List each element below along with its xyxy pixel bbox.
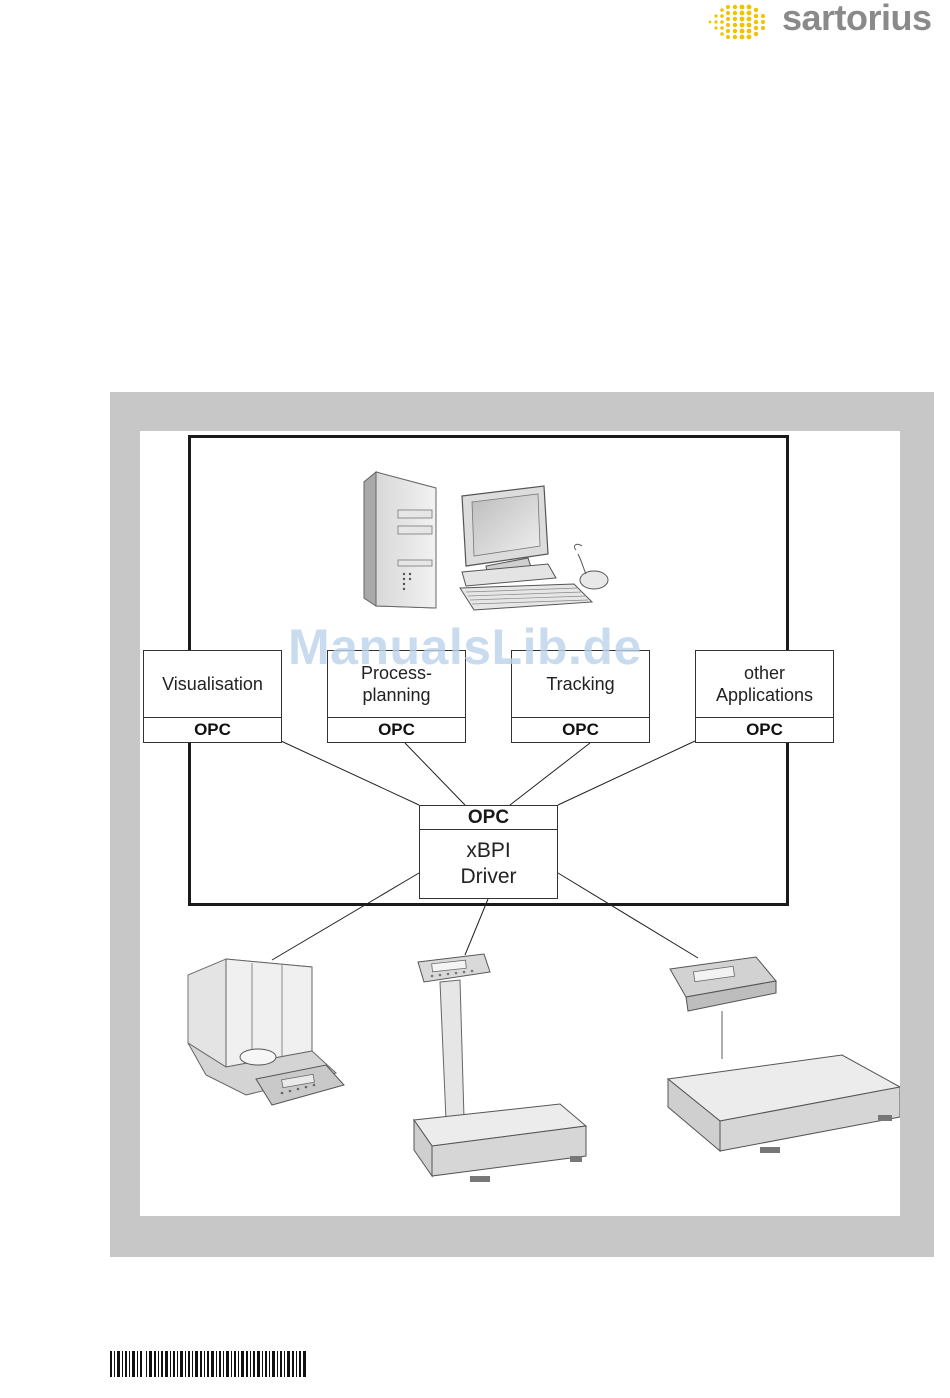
driver-interface: OPC (420, 806, 557, 830)
watermark: ManualsLib.de (288, 618, 642, 676)
app-interface-other-applications: OPC (696, 718, 833, 742)
column-platform-scale-icon (410, 950, 590, 1185)
brand-name: sartorius (782, 0, 932, 38)
keyboard-icon (460, 584, 592, 610)
sartorius-logo-dots-icon (706, 4, 770, 40)
computer-workstation-icon (362, 470, 612, 615)
app-box-other-applications: other Applications OPC (695, 650, 834, 743)
monitor-icon (462, 486, 556, 586)
mouse-icon (574, 544, 608, 589)
driver-box: OPC xBPI Driver (419, 805, 558, 899)
barcode-icon (110, 1351, 306, 1377)
app-label-other-applications: other Applications (696, 651, 833, 718)
platform-scale-indicator-icon (664, 955, 900, 1160)
app-interface-process-planning: OPC (328, 718, 465, 742)
app-label-visualisation: Visualisation (144, 651, 281, 718)
pc-tower-icon (364, 472, 436, 608)
driver-label: xBPI Driver (420, 830, 557, 898)
app-box-visualisation: Visualisation OPC (143, 650, 282, 743)
app-interface-visualisation: OPC (144, 718, 281, 742)
app-interface-tracking: OPC (512, 718, 649, 742)
analytical-balance-icon (186, 955, 346, 1115)
